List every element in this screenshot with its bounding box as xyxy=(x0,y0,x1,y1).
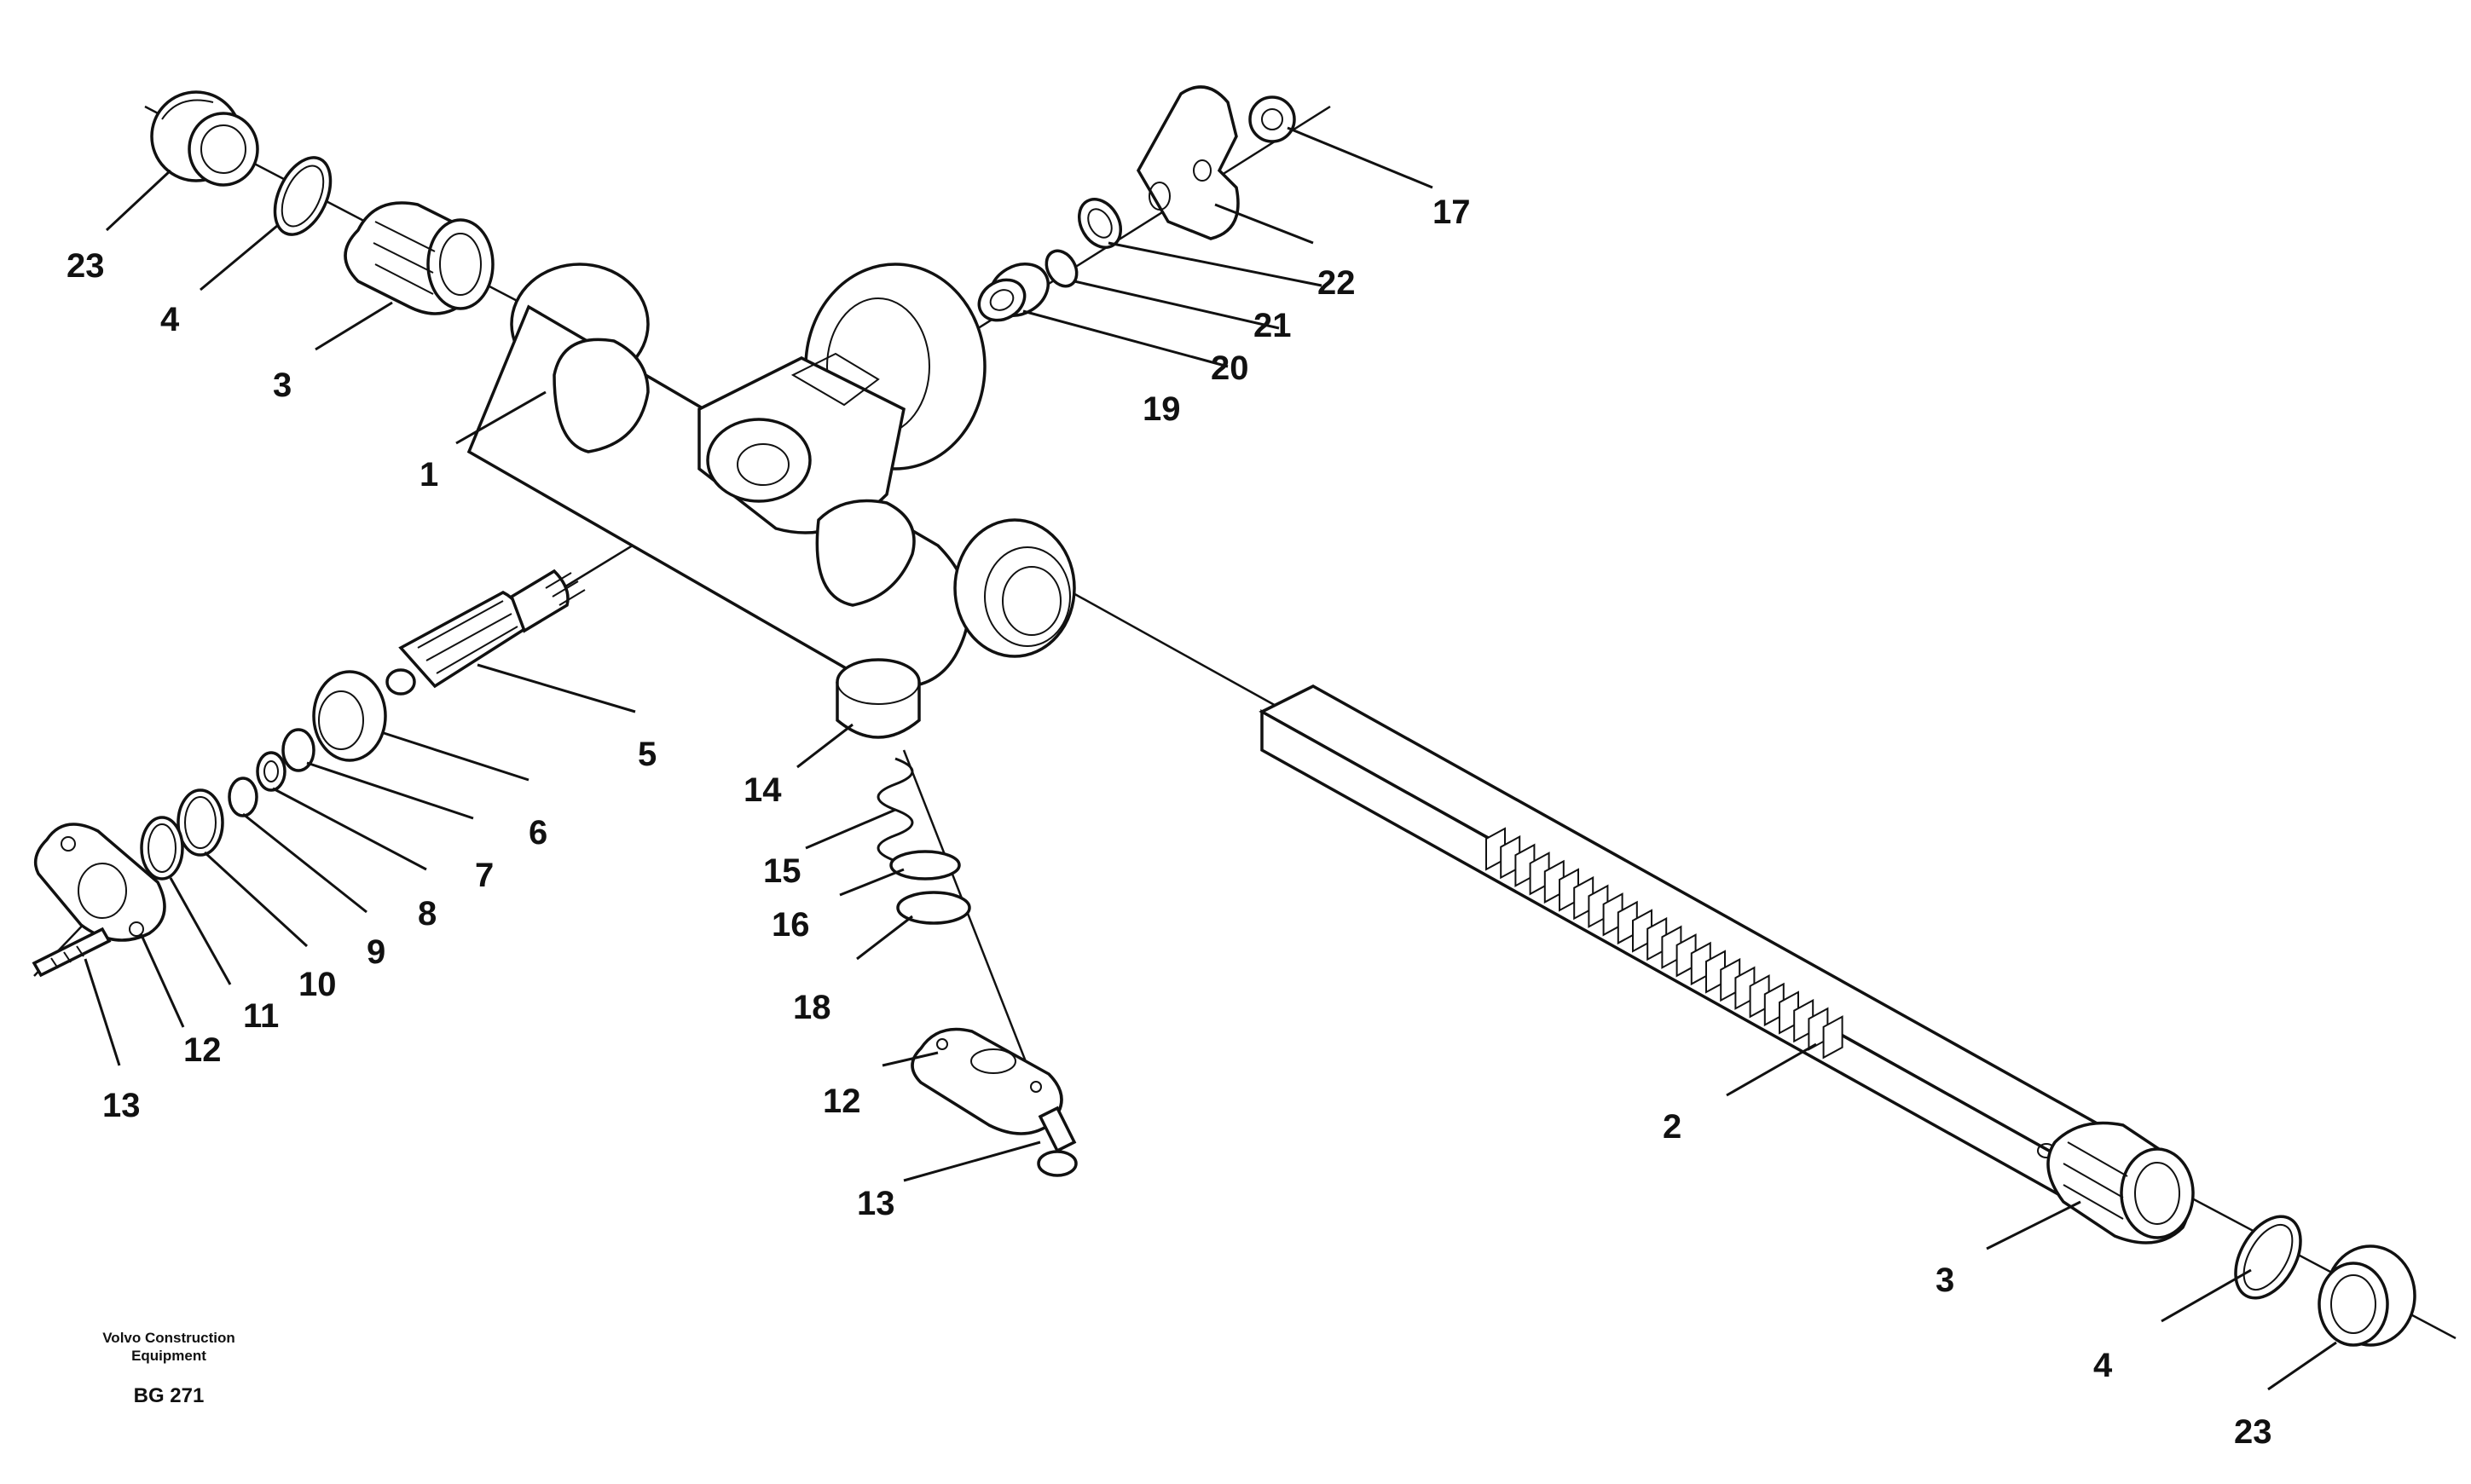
part-3-bushing-left xyxy=(344,201,495,315)
part-1-steering-housing xyxy=(466,263,1076,689)
callout-11: 11 xyxy=(243,997,279,1035)
part-4-circlip-left xyxy=(273,156,333,236)
callout-9: 9 xyxy=(367,933,385,971)
callout-10: 10 xyxy=(298,966,337,1003)
part-3-bushing-right xyxy=(2046,1121,2195,1244)
part-5-pinion xyxy=(385,569,586,696)
callout-17: 18 xyxy=(793,989,831,1026)
callout-15: 15 xyxy=(763,852,801,890)
callout-2: 2 xyxy=(1663,1108,1681,1146)
brand-line-2: Equipment xyxy=(131,1348,206,1364)
footer-brand: Volvo Construction Equipment BG 271 xyxy=(102,1330,235,1407)
parts-12-13-flange-left xyxy=(32,823,166,978)
callout-14: 14 xyxy=(744,771,782,809)
rack-teeth xyxy=(1485,827,1843,1060)
parts-18-22-upper-right xyxy=(977,85,1296,322)
callout-23-right: 23 xyxy=(2234,1413,2272,1451)
callout-7: 7 xyxy=(475,857,494,894)
parts-6-11-bearing-seals xyxy=(140,670,387,881)
part-2-rack xyxy=(1259,684,2127,1204)
callout-6: 6 xyxy=(529,814,547,852)
callout-12-center: 12 xyxy=(823,1083,861,1120)
callout-3-right: 3 xyxy=(1936,1262,1954,1299)
callout-20: 21 xyxy=(1253,307,1292,344)
callout-19: 20 xyxy=(1211,349,1249,387)
callout-22: 17 xyxy=(1432,193,1471,231)
callout-labels: 23 4 3 1 19 20 21 22 17 5 6 7 8 9 10 11 … xyxy=(67,193,2272,1451)
callout-4-right: 4 xyxy=(2093,1347,2113,1384)
leader-lines xyxy=(84,126,2337,1391)
rack-tooth xyxy=(1822,1015,1843,1060)
callout-13-left: 13 xyxy=(102,1087,141,1124)
callout-23-left: 23 xyxy=(67,247,105,285)
part-23-end-cap-right xyxy=(2318,1244,2416,1347)
callout-16: 16 xyxy=(772,906,810,944)
callout-8: 8 xyxy=(418,895,437,933)
callout-12-left: 12 xyxy=(183,1031,222,1069)
drawing-code: BG 271 xyxy=(134,1384,205,1407)
callout-18: 19 xyxy=(1143,390,1181,428)
callout-4-left: 4 xyxy=(160,301,180,338)
parts-14-17-pressure-pad xyxy=(836,658,1078,1177)
part-4-circlip-right xyxy=(2234,1215,2302,1300)
callout-13-center: 13 xyxy=(857,1185,895,1222)
callout-5: 5 xyxy=(638,736,657,773)
callout-21: 22 xyxy=(1317,264,1356,302)
part-23-end-cap-left xyxy=(150,90,259,187)
callout-3-left: 3 xyxy=(273,367,292,404)
callout-1: 1 xyxy=(420,456,438,494)
brand-line-1: Volvo Construction xyxy=(102,1330,235,1346)
